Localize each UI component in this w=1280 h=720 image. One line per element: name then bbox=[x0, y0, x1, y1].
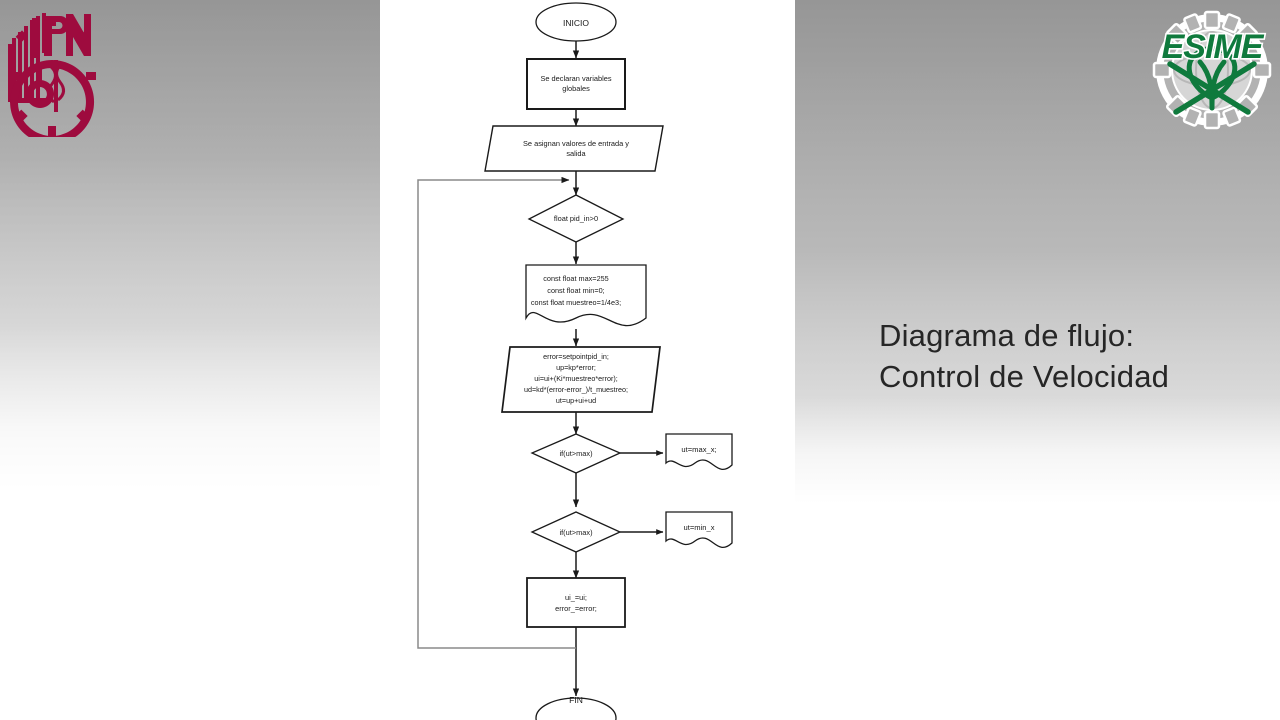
node-declarar-variables bbox=[526, 58, 626, 110]
esime-swords-icon bbox=[1167, 61, 1257, 115]
svg-text:up=kp*error;: up=kp*error; bbox=[556, 363, 596, 372]
svg-text:ui=ui+(Ki*muestreo*error);: ui=ui+(Ki*muestreo*error); bbox=[534, 374, 618, 383]
node-ut-max-x bbox=[665, 433, 733, 471]
label-decision-pid-in: float pid_in>0 bbox=[554, 214, 598, 223]
label-decision-ut-max-1: if(ut>max) bbox=[559, 449, 592, 458]
background-left-fade bbox=[0, 0, 380, 720]
label-ut-max-x: ut=max_x; bbox=[681, 445, 716, 454]
node-inicio bbox=[535, 2, 617, 42]
node-asignar-valores bbox=[484, 125, 664, 172]
slide-title: Diagrama de flujo: Control de Velocidad bbox=[879, 318, 1170, 394]
flowchart: INICIO Se declaran variables globales Se… bbox=[417, 2, 733, 720]
svg-text:const float max=255: const float max=255 bbox=[543, 274, 609, 283]
node-decision-pid-in bbox=[527, 194, 625, 243]
svg-text:const float min=0;: const float min=0; bbox=[547, 286, 604, 295]
label-fin: FIN bbox=[569, 695, 583, 705]
label-inicio: INICIO bbox=[563, 18, 589, 28]
node-decision-ut-max-1 bbox=[530, 433, 622, 474]
esime-logo: ESIME bbox=[1152, 10, 1272, 130]
svg-text:const float muestreo=1/4e3;: const float muestreo=1/4e3; bbox=[531, 298, 621, 307]
label-assign-prev: ui_=ui; error_=error; bbox=[555, 593, 597, 613]
node-fin bbox=[535, 697, 617, 720]
svg-text:Se declaran variables: Se declaran variables bbox=[540, 74, 611, 83]
esime-gear-icon bbox=[1152, 10, 1272, 130]
ipn-gear bbox=[8, 16, 96, 137]
label-const-declarations: const float max=255 const float min=0; c… bbox=[531, 274, 621, 307]
node-pid-formulas bbox=[501, 346, 661, 413]
node-const-declarations bbox=[525, 264, 647, 327]
label-ut-min-x: ut=min_x bbox=[683, 523, 714, 532]
label-decision-ut-max-2: if(ut>max) bbox=[559, 528, 592, 537]
edge-loop-back bbox=[417, 176, 576, 649]
svg-text:Se asignan valores de entrada: Se asignan valores de entrada y bbox=[523, 139, 629, 148]
node-decision-ut-max-2 bbox=[530, 511, 622, 553]
svg-text:error=setpointpid_in;: error=setpointpid_in; bbox=[543, 352, 609, 361]
svg-text:ui_=ui;: ui_=ui; bbox=[565, 593, 587, 602]
node-assign-prev bbox=[526, 577, 626, 628]
svg-text:salida: salida bbox=[566, 149, 586, 158]
label-declarar-variables: Se declaran variables globales bbox=[540, 74, 611, 93]
esime-wordmark: ESIME bbox=[1160, 26, 1267, 67]
svg-text:ESIME: ESIME bbox=[1162, 28, 1265, 66]
ipn-emblem bbox=[26, 60, 65, 112]
svg-text:error_=error;: error_=error; bbox=[555, 604, 597, 613]
ipn-logo bbox=[8, 13, 96, 137]
label-pid-formulas: error=setpointpid_in; up=kp*error; ui=ui… bbox=[524, 352, 628, 405]
label-asignar-valores: Se asignan valores de entrada y salida bbox=[523, 139, 629, 158]
svg-text:ut=up+ui+ud: ut=up+ui+ud bbox=[556, 396, 596, 405]
svg-text:globales: globales bbox=[562, 84, 590, 93]
svg-text:ud=kd*(error-error_)/t_muestre: ud=kd*(error-error_)/t_muestreo; bbox=[524, 385, 628, 394]
node-ut-min-x bbox=[665, 511, 733, 549]
